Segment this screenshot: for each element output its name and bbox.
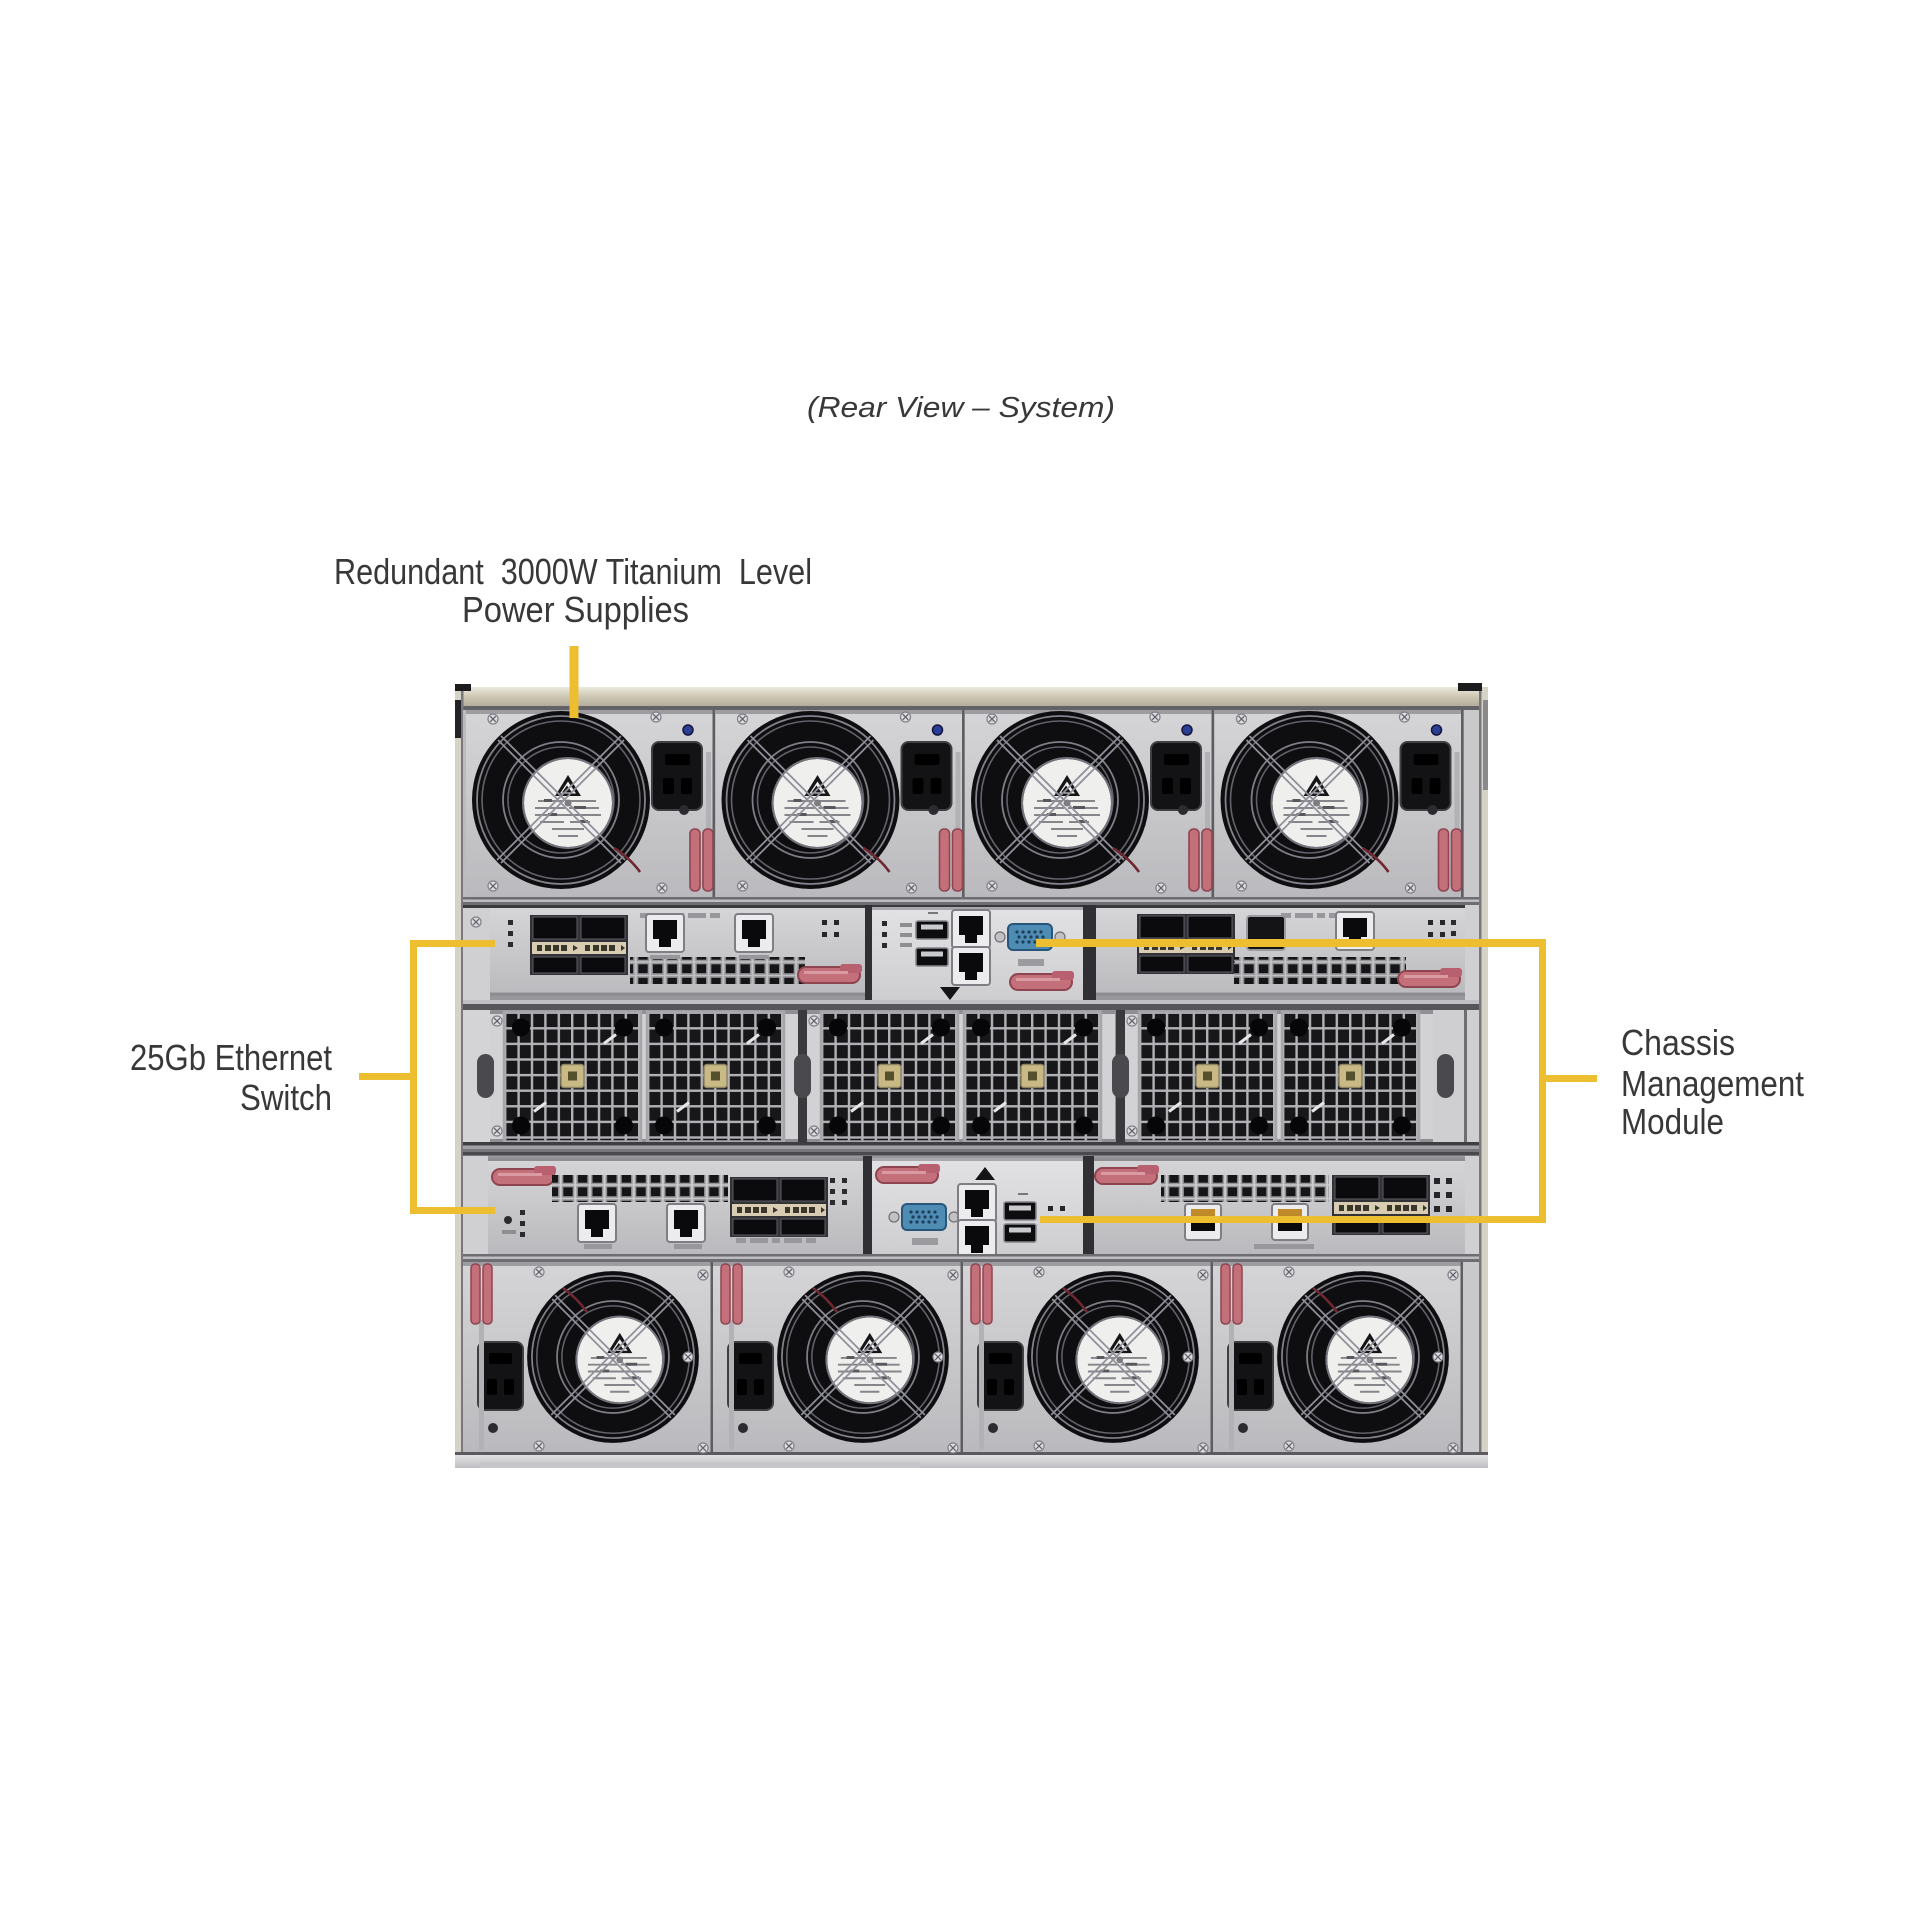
svg-text:Power Supplies: Power Supplies	[462, 589, 689, 630]
svg-text:Management: Management	[1621, 1063, 1804, 1104]
svg-text:Chassis: Chassis	[1621, 1022, 1735, 1063]
svg-text:25Gb Ethernet: 25Gb Ethernet	[130, 1037, 332, 1078]
svg-text:(Rear View – System): (Rear View – System)	[807, 392, 1115, 424]
svg-text:Switch: Switch	[240, 1077, 332, 1118]
svg-text:Redundant 3000W Titanium Lev: Redundant 3000W Titanium Level	[334, 551, 812, 592]
svg-text:Module: Module	[1621, 1101, 1724, 1142]
